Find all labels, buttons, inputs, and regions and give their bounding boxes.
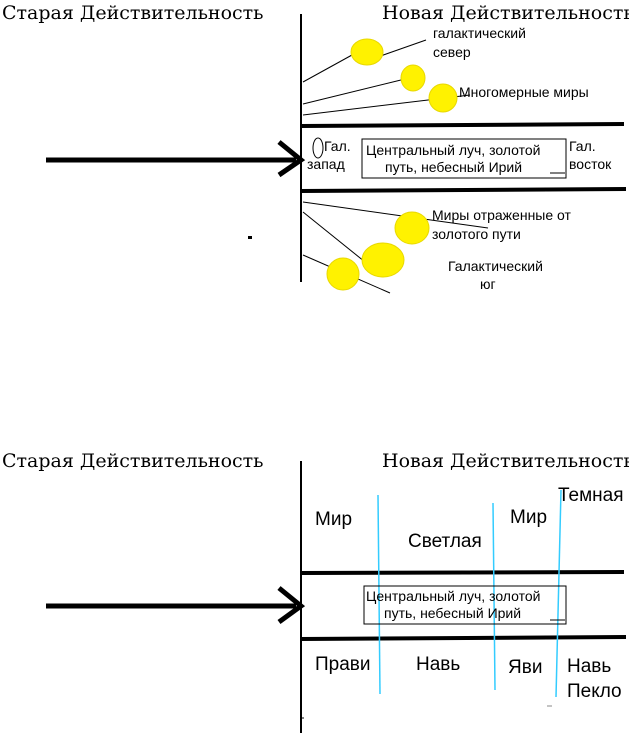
top-world-2	[400, 64, 426, 92]
bottom-corridor-upper-line	[300, 570, 625, 575]
bottom-nav-a-label: Навь	[416, 654, 460, 675]
top-reflected-worlds-line2: золотого пути	[432, 226, 521, 242]
top-gal-east-line1: Гал.	[569, 138, 596, 154]
bottom-yavi-label: Яви	[508, 657, 542, 678]
bottom-world-a-label: Мир	[315, 509, 352, 530]
top-stray-dot	[248, 236, 252, 239]
top-reflected-worlds-line1: Миры отраженные от	[432, 207, 572, 223]
top-ray-1	[302, 54, 353, 83]
bottom-peklo-label: Пекло	[567, 681, 622, 702]
top-galactic-north-line1: галактический	[433, 25, 526, 41]
bottom-divider-3	[555, 489, 562, 698]
bottom-diagram: Старая Действительность Новая Действител…	[2, 450, 629, 733]
top-gal-west-line2: запад	[307, 156, 345, 172]
bottom-light-label: Светлая	[408, 531, 482, 552]
top-galactic-south-line1: Галактический	[448, 258, 543, 274]
bottom-central-ray-line1: Центральный луч, золотой	[366, 588, 540, 604]
top-ray-2	[302, 78, 406, 105]
top-galactic-south-line2: юг	[480, 276, 496, 292]
top-multidim-worlds-label: Многомерные миры	[459, 84, 589, 100]
bottom-nav-b-label: Навь	[567, 656, 611, 677]
bottom-world-b-label: Мир	[510, 507, 547, 528]
top-central-ray-line2: путь, небесный Ирий	[385, 159, 522, 175]
top-world-6	[326, 257, 360, 291]
top-world-5	[361, 242, 405, 278]
bottom-new-reality-label: Новая Действительность	[382, 450, 629, 472]
top-corridor-upper-line	[300, 122, 625, 128]
bottom-corridor-lower-line	[300, 635, 627, 641]
bottom-pravi-label: Прави	[315, 654, 371, 675]
bottom-old-reality-label: Старая Действительность	[2, 450, 264, 472]
top-central-ray-line1: Центральный луч, золотой	[366, 142, 540, 158]
top-new-reality-label: Новая Действительность	[382, 2, 629, 24]
bottom-central-ray-box	[363, 585, 567, 625]
top-ray-5	[302, 201, 489, 229]
top-world-1	[350, 38, 384, 66]
top-arrow-head	[277, 140, 306, 178]
top-diagram: Старая Действительность Новая Действител…	[2, 2, 629, 294]
top-small-oval	[312, 137, 324, 159]
bottom-divider-1	[377, 494, 381, 695]
top-old-reality-label: Старая Действительность	[2, 2, 264, 24]
bottom-dark-label: Темная	[558, 485, 624, 506]
top-gal-east-line2: восток	[569, 156, 612, 172]
bottom-divider-2	[492, 502, 496, 691]
bottom-central-ray-line2: путь, небесный Ирий	[384, 605, 521, 621]
bottom-arrow-head	[277, 586, 306, 625]
top-galactic-north-line2: север	[433, 44, 471, 60]
top-world-4	[394, 211, 430, 245]
top-world-3	[428, 83, 458, 113]
top-corridor-lower-line	[300, 187, 627, 193]
top-gal-west-line1: Гал.	[324, 138, 351, 154]
top-central-ray-box	[361, 138, 567, 179]
